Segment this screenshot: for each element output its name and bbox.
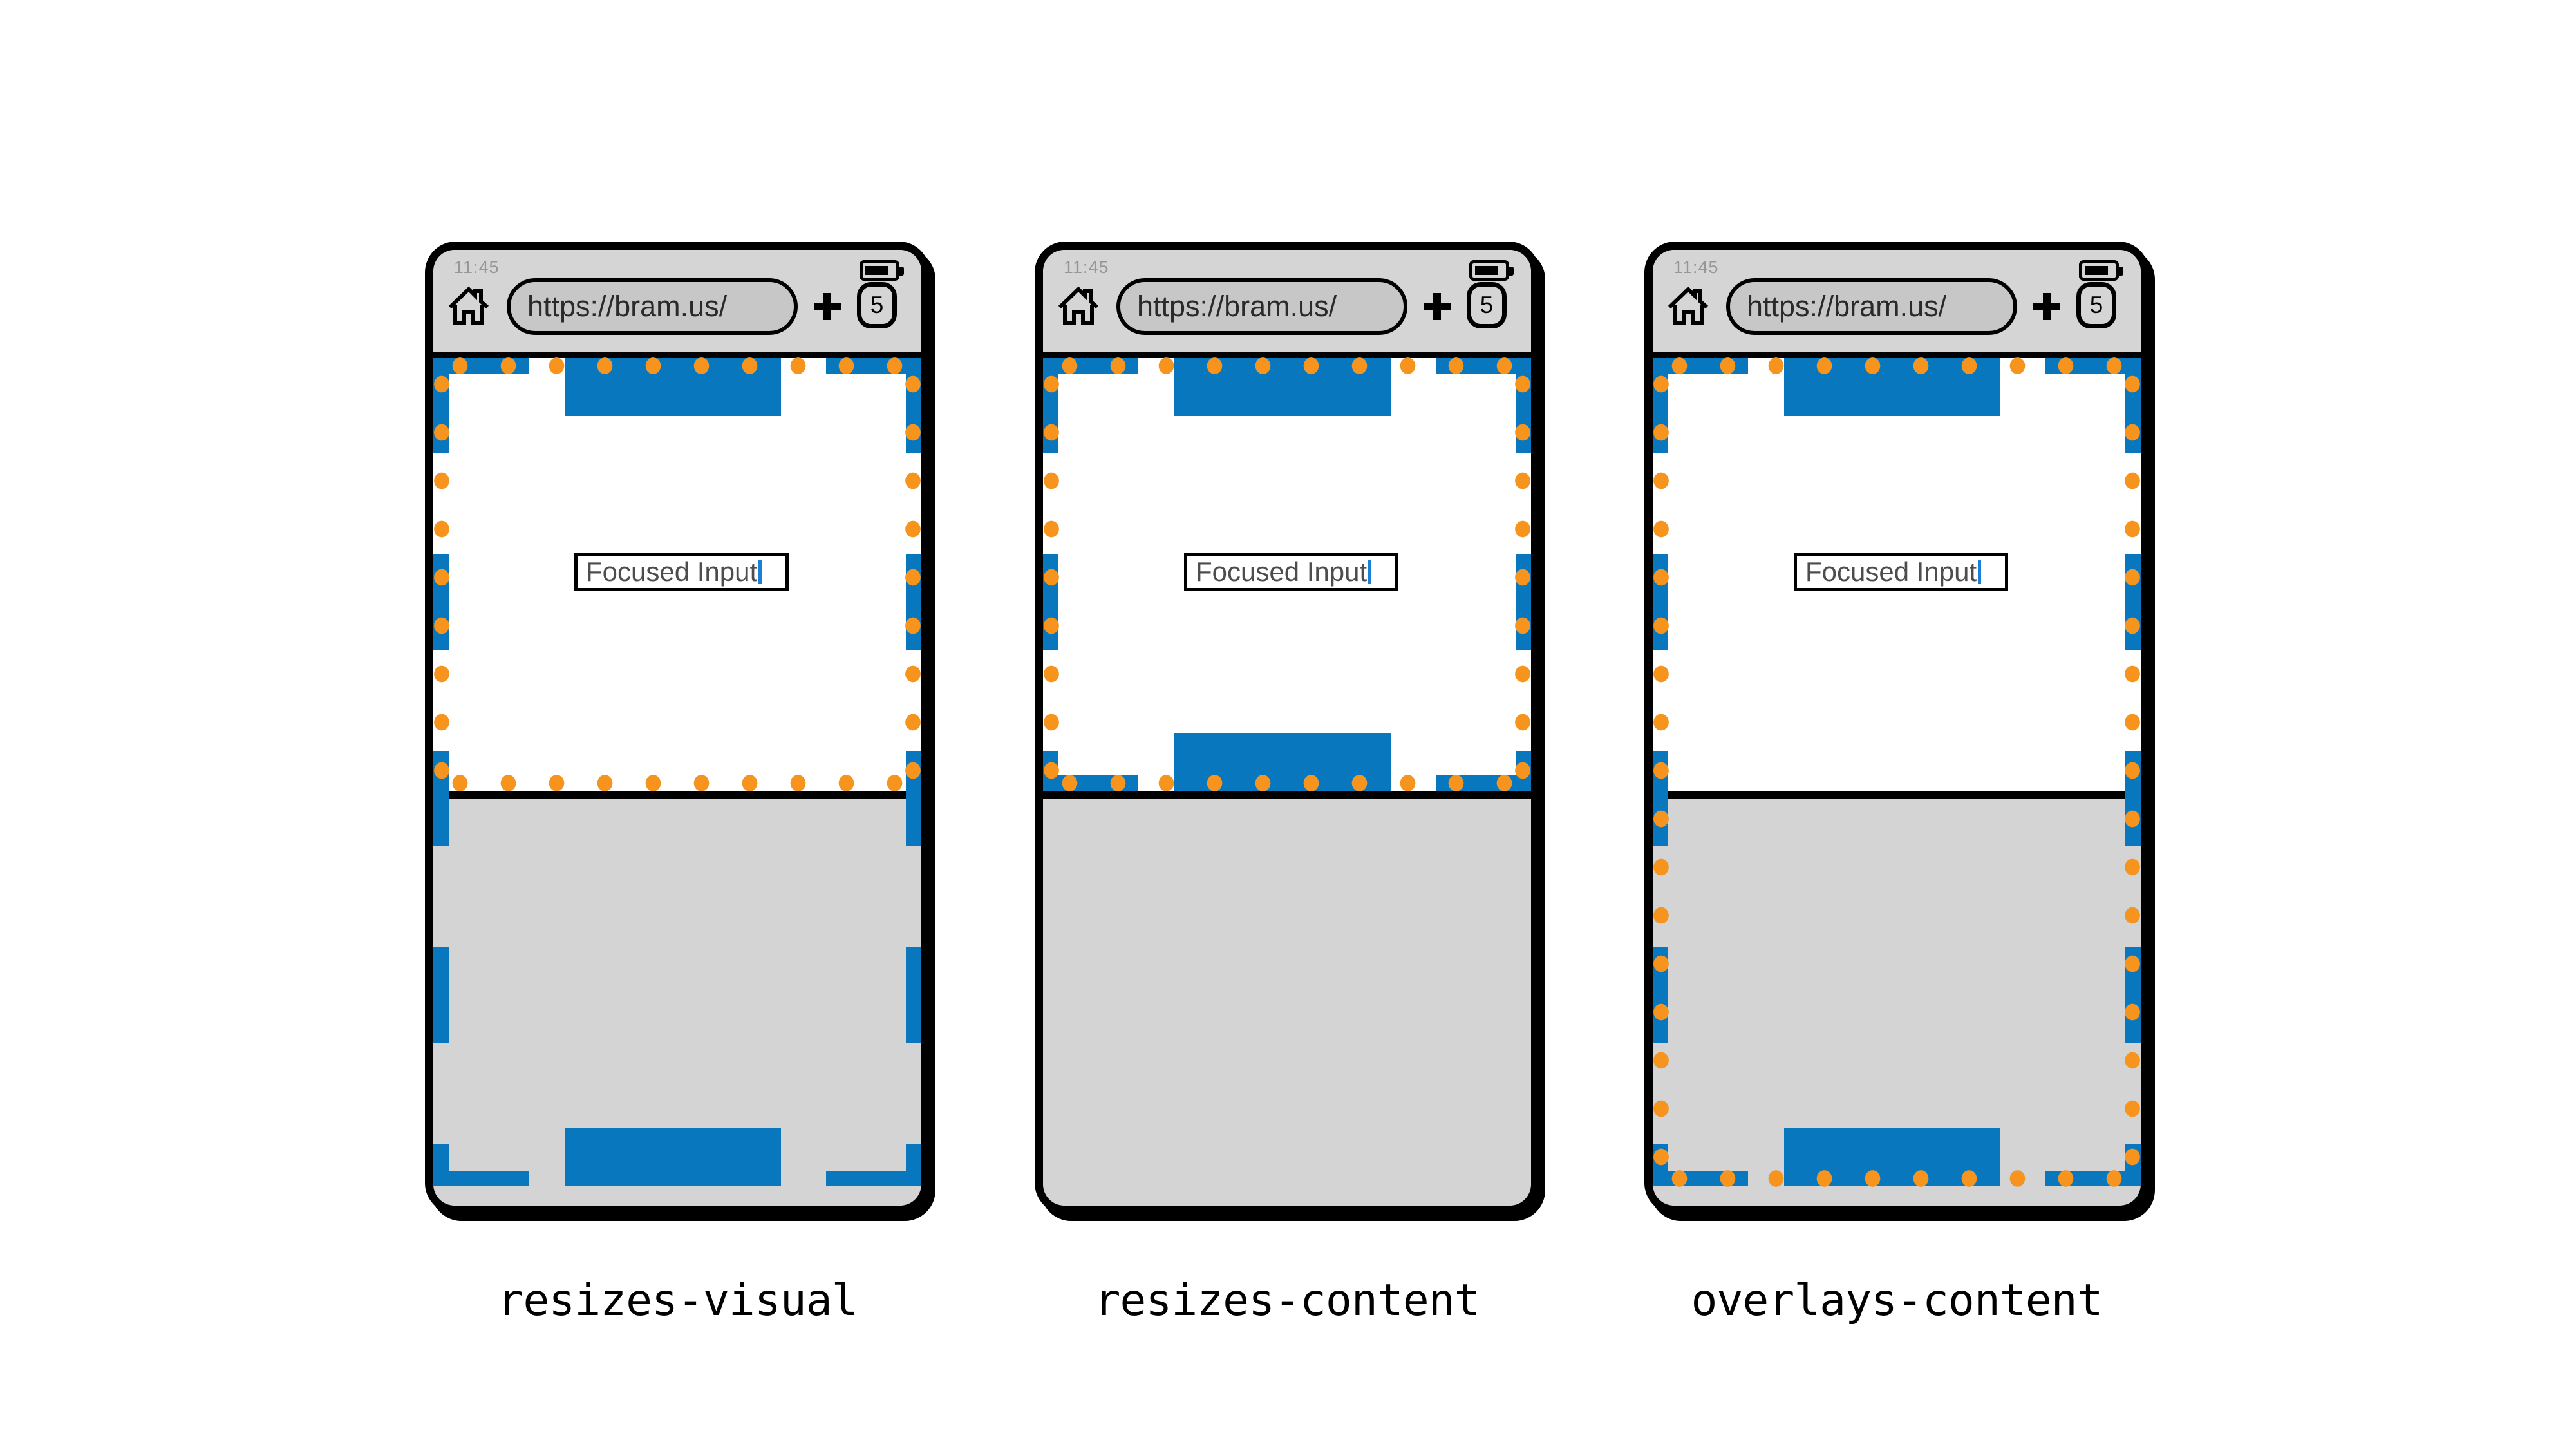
status-time: 11:45 xyxy=(1064,258,1109,277)
visual-viewport-dots-bottom xyxy=(1043,775,1531,791)
visual-viewport-dots-bottom xyxy=(433,775,921,791)
phone-mockup: 11:45 https://bram.us/ xyxy=(1644,242,2149,1214)
phone-screen: 11:45 https://bram.us/ xyxy=(433,250,921,1206)
tab-count: 5 xyxy=(870,292,884,318)
panel-resizes-content: 11:45 https://bram.us/ xyxy=(1035,242,1539,1326)
panel-overlays-content: 11:45 https://bram.us/ xyxy=(1644,242,2149,1326)
visual-viewport-dots-left xyxy=(1653,357,1669,1187)
visual-viewport-dots-left xyxy=(1043,357,1060,791)
home-icon[interactable] xyxy=(447,285,490,326)
visual-viewport-dots-left xyxy=(433,357,450,791)
keyboard-divider xyxy=(1653,791,2141,799)
url-text: https://bram.us/ xyxy=(1137,290,1337,323)
text-caret xyxy=(758,560,762,584)
battery-icon xyxy=(860,260,904,281)
fixed-footer-block xyxy=(565,1128,781,1186)
url-text: https://bram.us/ xyxy=(527,290,728,323)
focused-input-value: Focused Input xyxy=(1805,556,1977,587)
keyboard-divider xyxy=(433,791,921,799)
url-bar[interactable]: https://bram.us/ xyxy=(507,278,798,335)
browser-chrome-bar: 11:45 https://bram.us/ xyxy=(1043,250,1531,352)
battery-icon xyxy=(2079,260,2123,281)
home-icon[interactable] xyxy=(1057,285,1100,326)
url-text: https://bram.us/ xyxy=(1747,290,1947,323)
phone-screen: 11:45 https://bram.us/ xyxy=(1043,250,1531,1206)
tab-count: 5 xyxy=(2089,292,2103,318)
phone-mockup: 11:45 https://bram.us/ xyxy=(425,242,930,1214)
browser-chrome-bar: 11:45 https://bram.us/ xyxy=(433,250,921,352)
visual-viewport-dots-top xyxy=(1653,357,2141,374)
text-caret xyxy=(1368,560,1372,584)
tab-counter[interactable]: 5 xyxy=(857,282,897,328)
focused-input[interactable]: Focused Input xyxy=(1184,553,1398,591)
focused-input-value: Focused Input xyxy=(586,556,758,587)
visual-viewport-dots-right xyxy=(2124,357,2141,1187)
battery-fill xyxy=(865,266,888,275)
tab-counter[interactable]: 5 xyxy=(1467,282,1507,328)
plus-icon[interactable] xyxy=(812,291,843,322)
panel-caption: resizes-content xyxy=(1094,1275,1480,1326)
visual-viewport-dots-bottom xyxy=(1653,1170,2141,1187)
plus-icon[interactable] xyxy=(2031,291,2062,322)
phone-screen: 11:45 https://bram.us/ xyxy=(1653,250,2141,1206)
virtual-keyboard-area xyxy=(1043,799,1531,1206)
keyboard-divider xyxy=(1043,791,1531,799)
status-time: 11:45 xyxy=(1673,258,1719,277)
visual-viewport-dots-top xyxy=(1043,357,1531,374)
phone-mockup: 11:45 https://bram.us/ xyxy=(1035,242,1539,1214)
battery-fill xyxy=(1475,266,1498,275)
text-caret xyxy=(1978,560,1982,584)
visual-viewport-dots-right xyxy=(1514,357,1531,791)
panel-resizes-visual: 11:45 https://bram.us/ xyxy=(425,242,930,1326)
visual-viewport-dots-top xyxy=(433,357,921,374)
panel-caption: overlays-content xyxy=(1691,1275,2103,1326)
figure-stage: 11:45 https://bram.us/ xyxy=(425,242,2149,1326)
focused-input[interactable]: Focused Input xyxy=(574,553,789,591)
browser-chrome-bar: 11:45 https://bram.us/ xyxy=(1653,250,2141,352)
tab-counter[interactable]: 5 xyxy=(2076,282,2116,328)
focused-input[interactable]: Focused Input xyxy=(1794,553,2008,591)
status-time: 11:45 xyxy=(454,258,500,277)
focused-input-value: Focused Input xyxy=(1196,556,1368,587)
visual-viewport-dots-right xyxy=(905,357,921,791)
battery-nub xyxy=(899,267,904,276)
chrome-divider xyxy=(1043,352,1531,358)
battery-icon xyxy=(1469,260,1514,281)
battery-nub xyxy=(2119,267,2123,276)
chrome-divider xyxy=(1653,352,2141,358)
panel-caption: resizes-visual xyxy=(497,1275,858,1326)
tab-count: 5 xyxy=(1480,292,1494,318)
url-bar[interactable]: https://bram.us/ xyxy=(1116,278,1407,335)
home-icon[interactable] xyxy=(1667,285,1709,326)
plus-icon[interactable] xyxy=(1422,291,1453,322)
chrome-divider xyxy=(433,352,921,358)
battery-nub xyxy=(1509,267,1514,276)
url-bar[interactable]: https://bram.us/ xyxy=(1726,278,2017,335)
battery-fill xyxy=(2085,266,2108,275)
